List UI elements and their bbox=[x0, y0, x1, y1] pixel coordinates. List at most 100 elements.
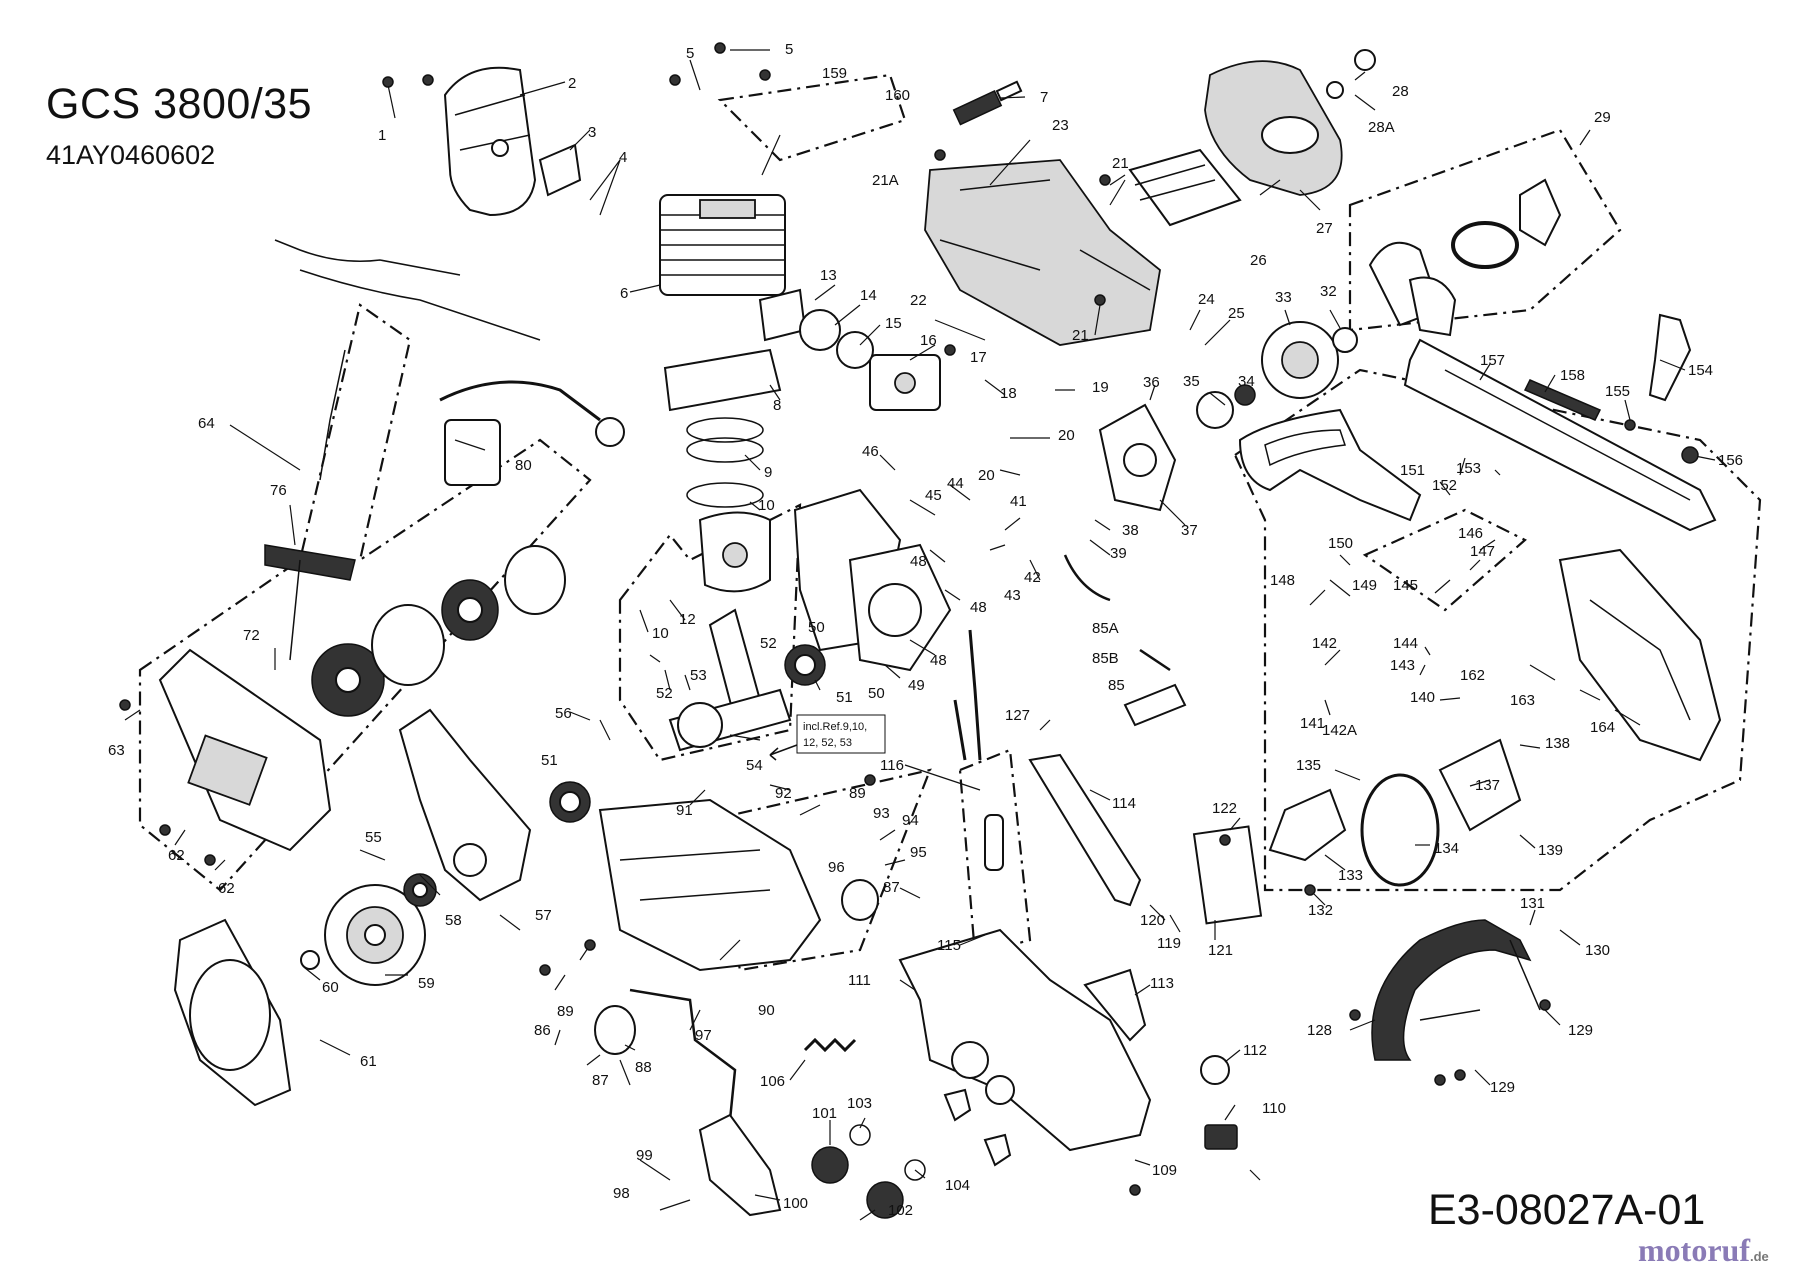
inspection-plate-part bbox=[1192, 825, 1263, 925]
cover-knob-part bbox=[1354, 49, 1376, 71]
engine-housing-part bbox=[598, 798, 822, 972]
part-label: 62 bbox=[218, 880, 235, 897]
crankcase-bearing-seat bbox=[453, 843, 487, 877]
part-label: 154 bbox=[1688, 362, 1713, 379]
frame-cylinder-group bbox=[717, 73, 907, 162]
part-label: 48 bbox=[930, 652, 947, 669]
drawing-code: E3-08027A-01 bbox=[1428, 1186, 1706, 1234]
part-label: 163 bbox=[1510, 692, 1535, 709]
clutch-spring-part bbox=[1451, 221, 1519, 269]
part-label: 160 bbox=[885, 87, 910, 104]
starter-pulley-hub bbox=[335, 667, 361, 693]
part-label: 36 bbox=[1143, 374, 1160, 391]
part-label: 12 bbox=[679, 611, 696, 628]
part-label: 113 bbox=[1150, 975, 1174, 992]
part-label: 80 bbox=[515, 457, 532, 474]
part-label: 85B bbox=[1092, 650, 1119, 667]
starter-handle-part bbox=[264, 544, 356, 581]
part-label: 157 bbox=[1480, 352, 1505, 369]
part-label: 92 bbox=[775, 785, 792, 802]
screw-part bbox=[934, 149, 946, 161]
part-label: 142A bbox=[1322, 722, 1357, 739]
part-label: 127 bbox=[1005, 707, 1030, 724]
screw-part bbox=[119, 699, 131, 711]
muffler-part bbox=[443, 66, 537, 217]
part-label: 21A bbox=[872, 172, 899, 189]
part-label: 61 bbox=[360, 1053, 377, 1070]
screw-part bbox=[1099, 174, 1111, 186]
part-label: 89 bbox=[849, 785, 866, 802]
ground-wire-part bbox=[274, 239, 541, 341]
part-label: 51 bbox=[541, 752, 558, 769]
bearing-part bbox=[794, 654, 816, 676]
saw-chain-part bbox=[1523, 379, 1602, 421]
part-label: 4 bbox=[619, 149, 627, 166]
part-label: 155 bbox=[1605, 383, 1630, 400]
part-label: 94 bbox=[902, 812, 919, 829]
part-label: 146 bbox=[1458, 525, 1483, 542]
part-label: 7 bbox=[1040, 89, 1048, 106]
crankcase-bore bbox=[868, 583, 922, 637]
part-label: 145 bbox=[1393, 577, 1418, 594]
part-label: 35 bbox=[1183, 373, 1200, 390]
screw-part bbox=[422, 74, 434, 86]
frame-starter-group bbox=[138, 303, 592, 892]
part-label: 33 bbox=[1275, 289, 1292, 306]
bearing-part bbox=[559, 791, 581, 813]
muffler-gasket-part bbox=[538, 143, 582, 197]
part-label: 76 bbox=[270, 482, 287, 499]
part-label: 114 bbox=[1112, 795, 1136, 812]
part-label: 50 bbox=[868, 685, 885, 702]
watermark-tld: .de bbox=[1749, 1249, 1769, 1264]
model-title: GCS 3800/35 bbox=[46, 80, 313, 128]
screw-part bbox=[1539, 999, 1551, 1011]
crankcase-part bbox=[398, 708, 532, 902]
part-label: 85A bbox=[1092, 620, 1119, 637]
part-label: 87 bbox=[592, 1072, 609, 1089]
part-label: 121 bbox=[1208, 942, 1233, 959]
starter-housing-opening bbox=[189, 959, 271, 1071]
part-label: 39 bbox=[1110, 545, 1127, 562]
part-label: 9 bbox=[764, 464, 772, 481]
carburettor-part bbox=[869, 354, 941, 411]
part-label: 62 bbox=[168, 847, 185, 864]
part-label: 130 bbox=[1585, 942, 1610, 959]
screw-part bbox=[759, 69, 771, 81]
part-label: 134 bbox=[1434, 840, 1459, 857]
note-line-1: incl.Ref.9,10, bbox=[803, 721, 867, 733]
screw-part bbox=[1304, 884, 1316, 896]
part-label: 100 bbox=[783, 1195, 808, 1212]
part-label: 54 bbox=[746, 757, 763, 774]
note-line-2: 12, 52, 53 bbox=[803, 737, 852, 749]
part-label: 28A bbox=[1368, 119, 1395, 136]
part-label: 60 bbox=[322, 979, 339, 996]
part-label: 52 bbox=[760, 635, 777, 652]
part-label: 89 bbox=[557, 1003, 574, 1020]
part-label: 55 bbox=[365, 829, 382, 846]
vibration-mount-part bbox=[841, 879, 879, 921]
frame-crankshaft-group bbox=[618, 503, 802, 762]
part-label: 10 bbox=[652, 625, 669, 642]
part-label: 22 bbox=[910, 292, 927, 309]
cylinder-base-gasket-part bbox=[663, 348, 782, 412]
part-label: 133 bbox=[1338, 867, 1363, 884]
part-label: 64 bbox=[198, 415, 215, 432]
screw-part bbox=[1454, 1069, 1466, 1081]
part-label: 90 bbox=[758, 1002, 775, 1019]
part-label: 24 bbox=[1198, 291, 1215, 308]
frame-clutch-group bbox=[1348, 128, 1622, 332]
part-label: 8 bbox=[773, 397, 781, 414]
clutch-cover-detail bbox=[1589, 599, 1691, 721]
screw-part bbox=[584, 939, 596, 951]
part-label: 29 bbox=[1594, 109, 1611, 126]
part-label: 140 bbox=[1410, 689, 1435, 706]
part-label: 10 bbox=[758, 497, 775, 514]
oil-pump-gear-part bbox=[1196, 391, 1234, 429]
part-label: 20 bbox=[1058, 427, 1075, 444]
fuel-line-part bbox=[984, 814, 1004, 871]
part-label: 91 bbox=[676, 802, 693, 819]
part-label: 49 bbox=[908, 677, 925, 694]
part-label: 93 bbox=[873, 805, 890, 822]
chain-catcher-part bbox=[1648, 313, 1692, 402]
screw-part bbox=[944, 344, 956, 356]
